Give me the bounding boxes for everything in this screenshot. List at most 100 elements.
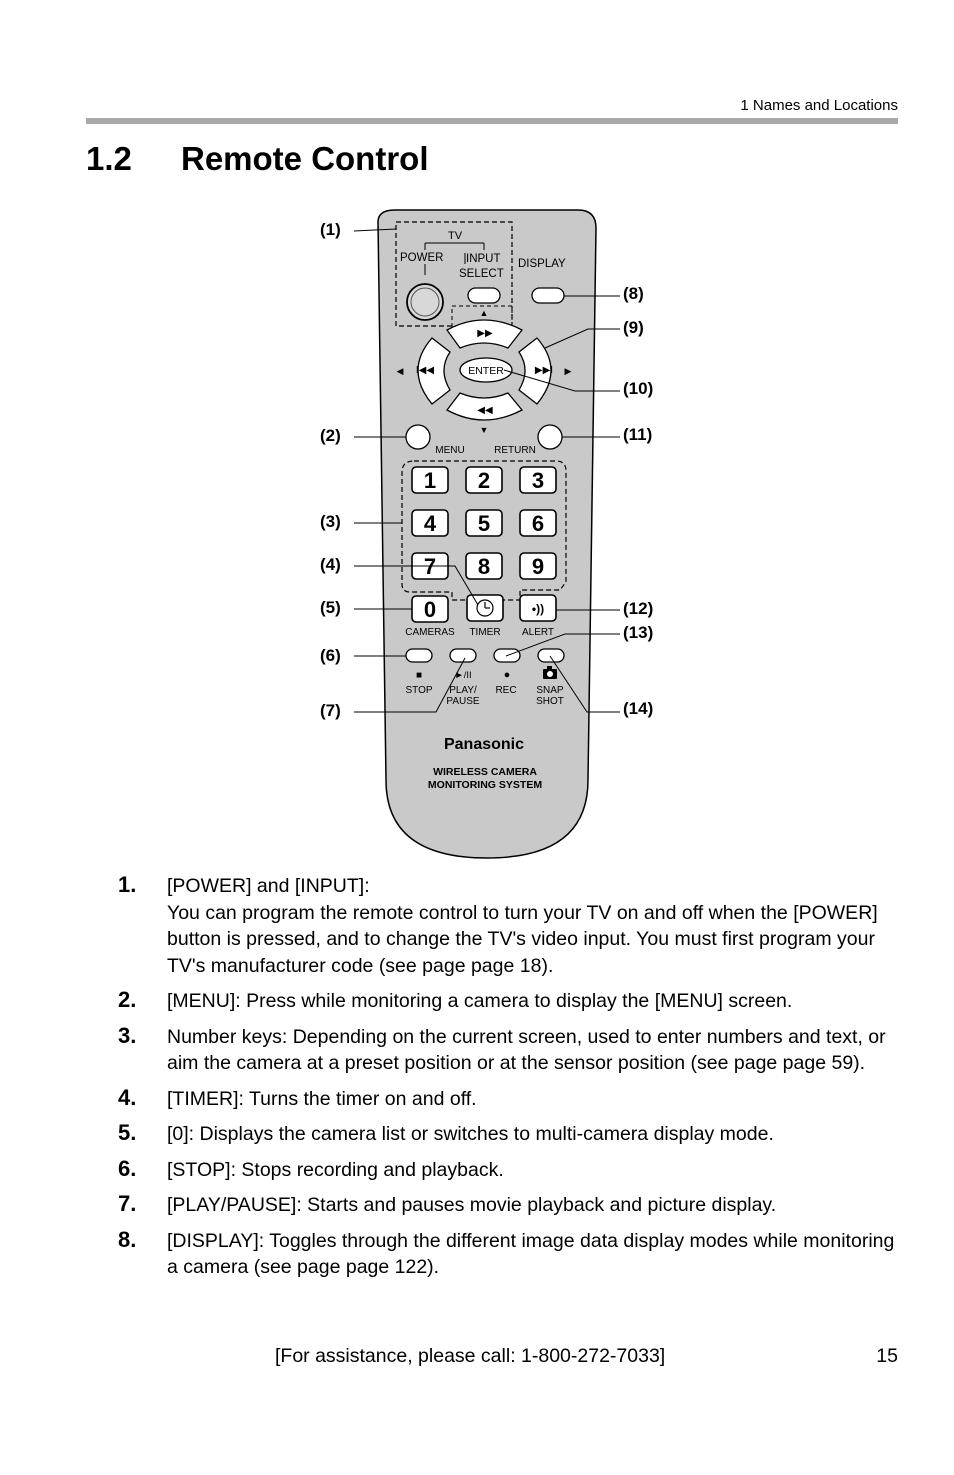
play-pause-button[interactable] xyxy=(449,648,477,663)
stop-label: STOP xyxy=(405,685,432,696)
description-item: 8.[DISPLAY]: Toggles through the differe… xyxy=(118,1226,895,1279)
skip-forward-icon[interactable] xyxy=(518,337,552,405)
svg-text:▶▶I: ▶▶I xyxy=(535,365,553,376)
product-line-1: WIRELESS CAMERA xyxy=(433,766,537,778)
play-symbol: ►/II xyxy=(454,670,471,681)
play-label: PLAY/ xyxy=(449,685,477,696)
number-key-label: 2 xyxy=(478,468,490,493)
number-key-label: 3 xyxy=(532,468,544,493)
stop-symbol: ■ xyxy=(416,670,422,681)
callout-label: (12) xyxy=(623,599,653,618)
input-select-button[interactable] xyxy=(467,287,501,304)
svg-text:I◀◀: I◀◀ xyxy=(416,365,434,376)
description-item: 4.[TIMER]: Turns the timer on and off. xyxy=(118,1084,477,1110)
skip-back-icon[interactable] xyxy=(417,337,451,405)
callout-label: (7) xyxy=(320,701,341,720)
callout-label: (6) xyxy=(320,646,341,665)
number-key-2[interactable] xyxy=(465,466,503,494)
description-item: 7.[PLAY/PAUSE]: Starts and pauses movie … xyxy=(118,1191,777,1216)
number-key-label: 8 xyxy=(478,554,490,579)
display-button[interactable] xyxy=(531,287,565,304)
remote-control-figure: TV POWER INPUT SELECT DISPLAY ▲ ▶▶ ◀◀ I◀… xyxy=(320,209,653,859)
callout-label: (11) xyxy=(623,425,652,444)
number-key-8[interactable] xyxy=(465,552,503,580)
tv-label: TV xyxy=(448,230,463,242)
callout-label: (4) xyxy=(320,555,341,574)
description-item: 1.[POWER] and [INPUT]:You can program th… xyxy=(118,872,878,977)
product-line-2: MONITORING SYSTEM xyxy=(428,779,542,791)
page-number: 15 xyxy=(876,1345,898,1367)
number-key-9[interactable] xyxy=(519,552,557,580)
header-rule xyxy=(86,118,898,124)
alert-label: ALERT xyxy=(522,627,554,638)
number-key-1[interactable] xyxy=(411,466,449,494)
leader-lines xyxy=(353,228,620,713)
fast-forward-icon[interactable] xyxy=(446,319,523,349)
return-label: RETURN xyxy=(494,445,536,456)
timer-label: TIMER xyxy=(469,627,500,638)
description-item: 6.[STOP]: Stops recording and playback. xyxy=(118,1155,504,1181)
input-label: INPUT xyxy=(466,253,501,265)
number-key-label: 9 xyxy=(532,554,544,579)
number-key-label: 0 xyxy=(424,597,436,622)
number-key-6[interactable] xyxy=(519,509,557,537)
callout-label: (9) xyxy=(623,318,644,337)
pause-label: PAUSE xyxy=(446,696,479,707)
tv-group-outline xyxy=(395,221,513,327)
section-number: 1.2 xyxy=(86,140,132,177)
callout-label: (10) xyxy=(623,379,653,398)
number-key-5[interactable] xyxy=(465,509,503,537)
rec-symbol: ● xyxy=(504,669,511,681)
select-label: SELECT xyxy=(459,268,504,280)
section-title: Remote Control xyxy=(181,140,429,177)
camera-icon xyxy=(543,666,557,679)
number-keys-outline xyxy=(401,460,567,601)
number-key-4[interactable] xyxy=(411,509,449,537)
menu-label: MENU xyxy=(435,445,464,456)
description-item: 5.[0]: Displays the camera list or switc… xyxy=(118,1120,774,1145)
running-head: 1 Names and Locations xyxy=(740,97,898,114)
snap-label: SNAP xyxy=(536,685,564,696)
alert-signal-icon: •)) xyxy=(532,602,544,616)
menu-button[interactable] xyxy=(405,424,431,450)
svg-text:▲: ▲ xyxy=(480,308,489,318)
description-list: 1.[POWER] and [INPUT]:You can program th… xyxy=(118,872,904,1290)
number-key-label: 4 xyxy=(424,511,437,536)
rewind-icon[interactable] xyxy=(446,392,524,421)
display-label: DISPLAY xyxy=(518,258,566,270)
callout-label: (8) xyxy=(623,284,644,303)
brand-logo: Panasonic xyxy=(444,736,524,753)
cameras-label: CAMERAS xyxy=(405,627,455,638)
svg-text:▶: ▶ xyxy=(565,366,572,376)
enter-button[interactable] xyxy=(459,357,513,383)
shot-label: SHOT xyxy=(536,696,564,707)
svg-text:◀◀: ◀◀ xyxy=(477,405,493,416)
callout-label: (1) xyxy=(320,220,341,239)
assistance-line: [For assistance, please call: 1-800-272-… xyxy=(275,1345,666,1367)
section-heading: 1.2 Remote Control xyxy=(86,140,429,178)
timer-clock-icon xyxy=(476,599,494,617)
alert-button[interactable] xyxy=(519,594,557,622)
callout-label: (2) xyxy=(320,426,341,445)
power-label: POWER xyxy=(400,252,443,264)
svg-text:▼: ▼ xyxy=(480,425,489,435)
enter-label: ENTER xyxy=(468,365,504,377)
description-item: 3.Number keys: Depending on the current … xyxy=(118,1022,886,1075)
callout-label: (13) xyxy=(623,623,653,642)
number-key-label: 6 xyxy=(532,511,544,536)
callout-label: (5) xyxy=(320,598,341,617)
stop-button[interactable] xyxy=(405,648,433,663)
description-item: 2.[MENU]: Press while monitoring a camer… xyxy=(118,987,793,1012)
rec-label: REC xyxy=(495,685,516,696)
return-button[interactable] xyxy=(537,424,563,450)
number-key-3[interactable] xyxy=(519,466,557,494)
svg-text:▶▶: ▶▶ xyxy=(477,328,493,339)
svg-text:◀: ◀ xyxy=(397,366,404,376)
callout-label: (3) xyxy=(320,512,341,531)
number-key-label: 1 xyxy=(424,468,436,493)
snapshot-button[interactable] xyxy=(537,648,565,663)
callout-label: (14) xyxy=(623,699,653,718)
number-key-label: 5 xyxy=(478,511,490,536)
power-button[interactable] xyxy=(406,283,444,321)
